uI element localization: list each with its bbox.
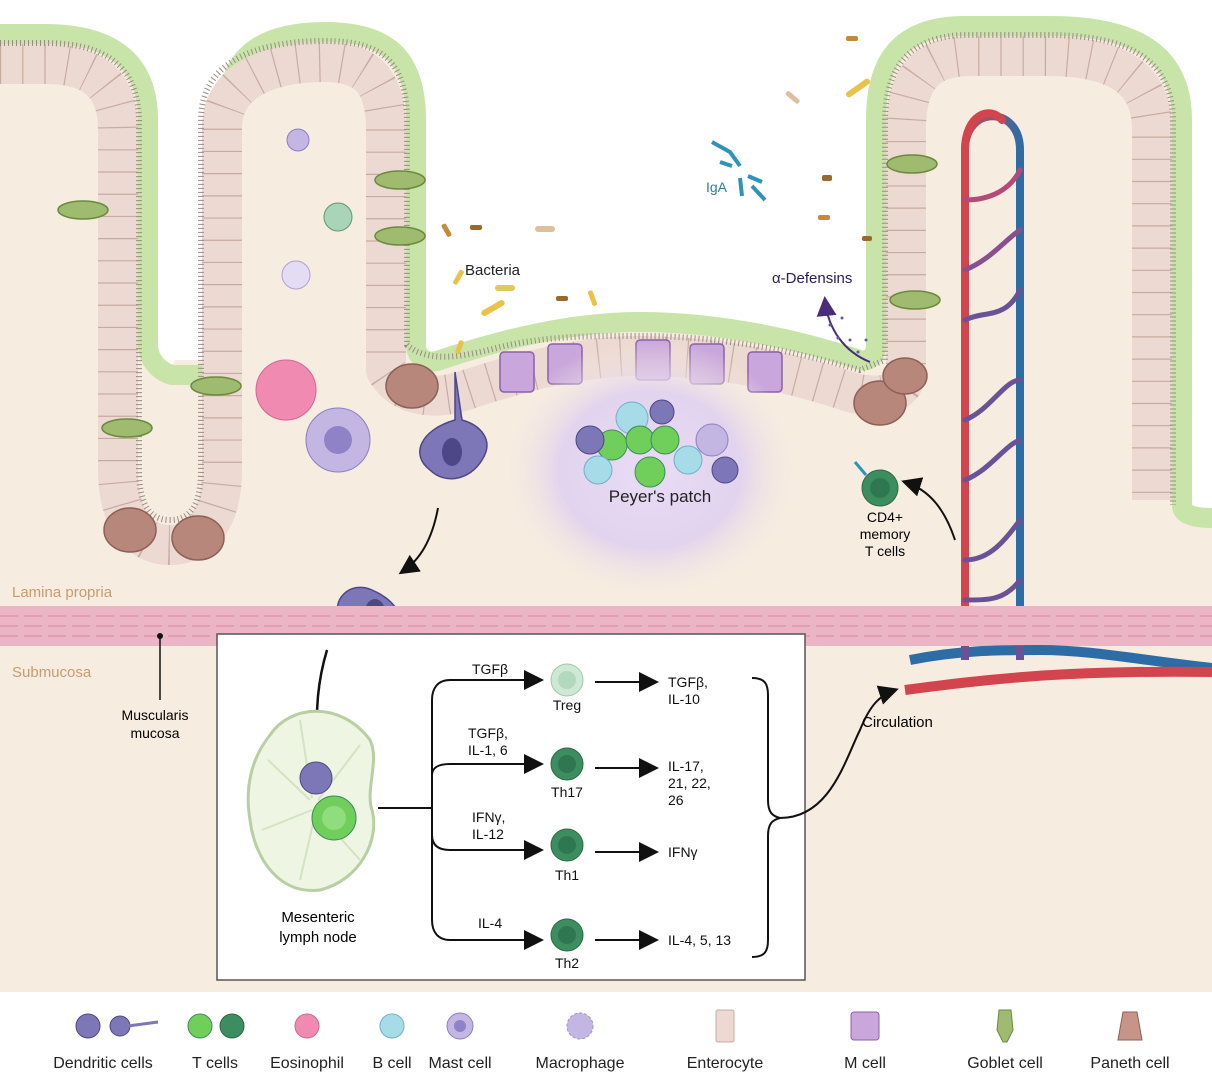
- dc-migration-arrow: [398, 507, 439, 575]
- cd4-memory-t-cell: [853, 461, 899, 507]
- legend-item-goblet-cell: Goblet cell: [935, 992, 1075, 1091]
- brush-border: [0, 32, 1176, 523]
- t-cell-icon: [187, 1013, 245, 1039]
- b-cell-icon: [379, 1013, 405, 1039]
- eosinophil-icon: [294, 1013, 320, 1039]
- pathway-texts: TGFβ Treg TGFβ, IL-10 TGFβ, IL-1, 6 Th17…: [468, 661, 731, 971]
- muscularis-pointer-dot: [157, 633, 163, 639]
- submucosa-label: Submucosa: [12, 664, 92, 681]
- cd4-label-line3: T cells: [865, 543, 905, 559]
- th1-output-1: IFNγ: [668, 844, 698, 860]
- legend-label-t-cells: T cells: [192, 1055, 238, 1072]
- peyers-patch-label: Peyer's patch: [609, 487, 711, 506]
- legend-item-b-cell: B cell: [337, 992, 447, 1091]
- subset-th17: [550, 747, 659, 781]
- muscularis-label-line1: Muscularis: [122, 707, 189, 723]
- blood-vessel-loop: [961, 109, 1024, 654]
- defensins-label: α-Defensins: [772, 270, 852, 287]
- legend-label-paneth-cell: Paneth cell: [1090, 1055, 1170, 1072]
- subset-treg: [550, 663, 659, 697]
- th17-output-1: IL-17,: [668, 758, 704, 774]
- th2-signal-1: IL-4: [478, 915, 502, 931]
- enterocyte-icon: [715, 1009, 735, 1043]
- th1-signal-2: IL-12: [472, 826, 504, 842]
- th1-name: Th1: [555, 867, 579, 883]
- th2-output-1: IL-4, 5, 13: [668, 932, 731, 948]
- m-cell-icon: [850, 1011, 880, 1041]
- legend-item-enterocyte: Enterocyte: [655, 992, 795, 1091]
- cd4-homing-arrow: [901, 477, 956, 541]
- differentiation-tree: [378, 670, 544, 950]
- th17-signal-2: IL-1, 6: [468, 742, 508, 758]
- mast-cell-icon: [446, 1012, 474, 1040]
- subset-th1: [550, 828, 659, 862]
- lamina-propria-label: Lamina propria: [12, 584, 113, 601]
- macrophage-icon: [566, 1012, 594, 1040]
- legend-item-paneth-cell: Paneth cell: [1060, 992, 1200, 1091]
- legend-label-eosinophil: Eosinophil: [270, 1055, 344, 1072]
- legend-item-dendritic: Dendritic cells: [28, 992, 178, 1091]
- mln-label-line2: lymph node: [279, 929, 357, 946]
- dendritic-cell-sampling: [419, 371, 488, 480]
- legend-label-b-cell: B cell: [372, 1055, 412, 1072]
- legend-label-goblet-cell: Goblet cell: [967, 1055, 1043, 1072]
- mln-label-line1: Mesenteric: [281, 909, 355, 926]
- bacteria-label: Bacteria: [465, 262, 521, 279]
- cd4-label-line2: memory: [860, 526, 911, 542]
- legend-item-macrophage: Macrophage: [510, 992, 650, 1091]
- th17-name: Th17: [551, 784, 583, 800]
- legend-label-macrophage: Macrophage: [535, 1055, 625, 1072]
- goblet-cells: [57, 154, 941, 438]
- legend-item-mast-cell: Mast cell: [405, 992, 515, 1091]
- circulation-arrow: [779, 685, 899, 819]
- peyers-patch-cells: [575, 399, 739, 488]
- mucus-layer: [0, 16, 1212, 528]
- treg-output-1: TGFβ,: [668, 674, 708, 690]
- legend-label-enterocyte: Enterocyte: [686, 1055, 764, 1072]
- diagram-canvas: Peyer's patch Bacteria: [0, 0, 1212, 992]
- legend-label-dendritic: Dendritic cells: [53, 1055, 153, 1072]
- th2-name: Th2: [555, 955, 579, 971]
- legend-label-m-cell: M cell: [844, 1055, 886, 1072]
- lumen: [0, 0, 1212, 520]
- goblet-cell-icon: [996, 1009, 1014, 1043]
- treg-signal: TGFβ: [472, 661, 508, 677]
- defensin-particles: [828, 316, 868, 354]
- legend: Dendritic cells T cells Eosinophil B cel…: [0, 992, 1212, 1091]
- mesenteric-lymph-node: [246, 709, 376, 892]
- th1-signal-1: IFNγ,: [472, 809, 505, 825]
- iga-label: IgA: [706, 179, 728, 195]
- legend-item-m-cell: M cell: [795, 992, 935, 1091]
- paneth-cell-icon: [1117, 1011, 1143, 1041]
- th17-signal-1: TGFβ,: [468, 725, 508, 741]
- cd4-label-line1: CD4+: [867, 509, 903, 525]
- th17-output-3: 26: [668, 792, 684, 808]
- iga-antibody: [711, 140, 767, 202]
- vein-main: [909, 644, 1212, 673]
- legend-item-t-cells: T cells: [160, 992, 270, 1091]
- artery-main: [904, 666, 1212, 695]
- dendritic-cell-icon: [75, 1013, 159, 1039]
- treg-output-2: IL-10: [668, 691, 700, 707]
- legend-label-mast-cell: Mast cell: [428, 1055, 492, 1072]
- th17-output-2: 21, 22,: [668, 775, 711, 791]
- legend-item-eosinophil: Eosinophil: [252, 992, 362, 1091]
- paneth-cells: [103, 357, 928, 561]
- muscularis-label-line2: mucosa: [130, 725, 179, 741]
- lamina-immune-cells: [255, 128, 371, 473]
- circulation-label: Circulation: [862, 714, 933, 731]
- vessel-redraw-upper: [961, 646, 1024, 660]
- bacteria-cluster: [441, 36, 872, 355]
- treg-name: Treg: [553, 697, 581, 713]
- subset-th2: [550, 918, 659, 952]
